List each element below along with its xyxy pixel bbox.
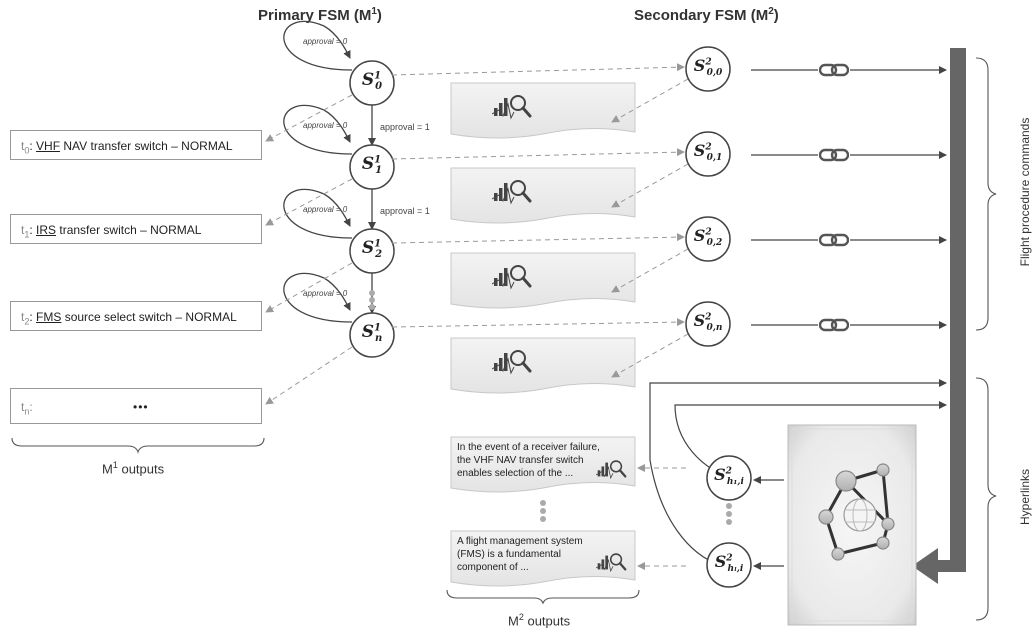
command-arrows <box>751 66 947 329</box>
secondary-state-circles <box>685 46 752 588</box>
secondary-state-label-2: S20,2 <box>693 226 723 249</box>
primary-state-label-3: S1n <box>361 322 383 345</box>
vertical-dots-primary <box>369 290 375 310</box>
primary-state-label-2: S12 <box>361 238 383 261</box>
m2-output-docs <box>450 82 636 587</box>
primary-to-secondary-dashes <box>391 63 685 328</box>
command-bar <box>912 48 966 584</box>
snippet-vhf: In the event of a receiver failure, the … <box>457 442 600 479</box>
output-box-t0: t0: VHF NAV transfer switch – NORMAL <box>10 130 262 160</box>
globe-icon <box>843 498 877 532</box>
primary-fsm-title: Primary FSM (M1) <box>258 6 382 24</box>
secondary-fsm-title: Secondary FSM (M2) <box>634 6 779 24</box>
chain-link-icons <box>818 63 850 332</box>
m2-outputs-caption: M2 outputs <box>508 612 571 629</box>
braces <box>11 57 997 621</box>
output-box-t1: t1: IRS transfer switch – NORMAL <box>10 214 262 244</box>
self-loop-label-3: approval = 0 <box>303 289 348 298</box>
secondary-state-label-1: S20,1 <box>693 141 723 164</box>
primary-state-label-0: S10 <box>361 70 383 93</box>
vertical-dots-secondary <box>540 500 732 525</box>
primary-self-loops <box>283 20 353 323</box>
self-loop-label-2: approval = 0 <box>303 205 348 214</box>
flight-procedure-commands-label: Flight procedure commands <box>1018 117 1032 267</box>
primary-output-dashes <box>265 94 353 405</box>
self-loop-label-0: approval = 0 <box>303 37 348 46</box>
transition-label-0: approval = 1 <box>380 122 430 132</box>
m1-outputs-caption: M1 outputs <box>102 460 165 477</box>
secondary-state-label-hl: S2hₗ,i <box>714 552 744 575</box>
output-box-t2: t2: FMS source select switch – NORMAL <box>10 301 262 331</box>
primary-state-circles <box>349 60 395 358</box>
secondary-state-label-3: S20,n <box>693 311 723 334</box>
secondary-state-label-0: S20,0 <box>693 56 723 79</box>
output-box-tn: tn:••• <box>10 388 262 424</box>
ellipsis: ••• <box>133 400 149 414</box>
secondary-output-dashes <box>611 78 689 570</box>
secondary-state-label-h1: S2h₁,i <box>714 465 744 488</box>
snippet-fms: A flight management system (FMS) is a fu… <box>457 536 583 573</box>
graph-nodes <box>818 463 895 561</box>
hyperlinks-label: Hyperlinks <box>1018 469 1032 526</box>
chart-search-icons <box>492 94 627 573</box>
primary-state-label-1: S11 <box>361 154 383 177</box>
self-loop-label-1: approval = 0 <box>303 121 348 130</box>
transition-label-1: approval = 1 <box>380 206 430 216</box>
